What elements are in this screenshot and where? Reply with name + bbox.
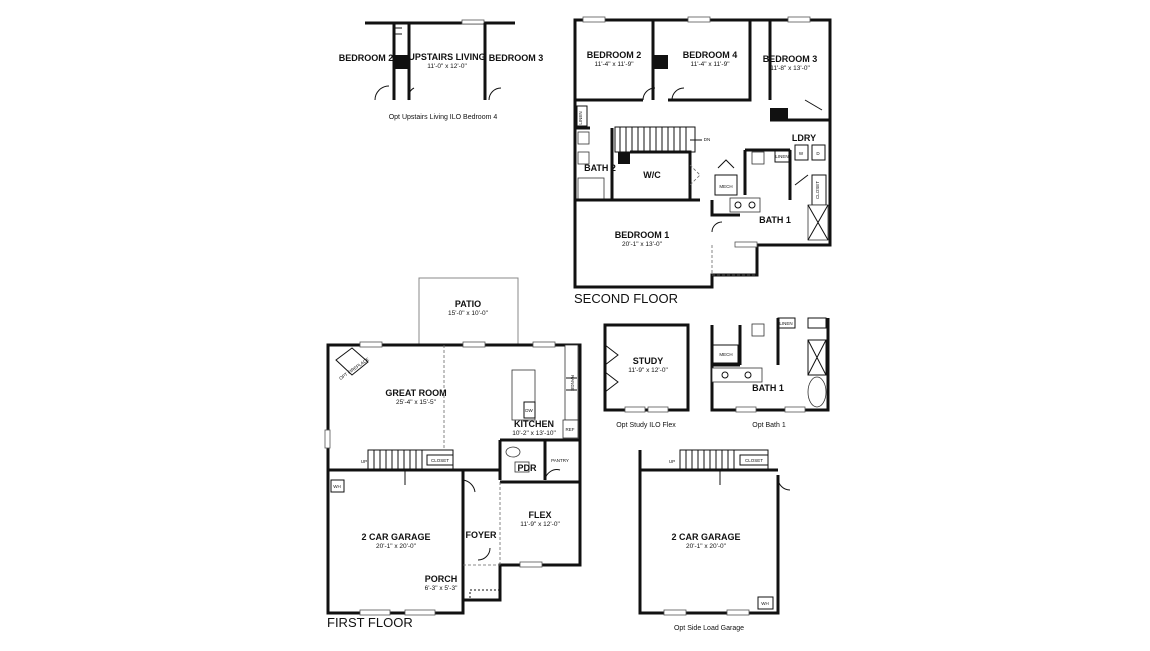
range-label: RANGE xyxy=(570,375,575,391)
opt-bath1-plan: LINEN MECH BATH 1 Opt Bath 1 xyxy=(710,317,830,429)
bedroom3-label: BEDROOM 3 xyxy=(763,54,818,64)
opt-study-plan: STUDY 11'-9" x 12'-0" Opt Study ILO Flex xyxy=(603,323,690,429)
kitchen-dim: 10'-2" x 13'-10" xyxy=(512,430,556,437)
up-label: UP xyxy=(361,459,367,464)
bedroom3-dim: 11'-8" x 13'-0" xyxy=(770,65,810,72)
opt-fireplace-label: OPT FIREPLACE xyxy=(338,357,370,381)
side-garage-up-label: UP xyxy=(669,459,675,464)
bedroom4-dim: 11'-4" x 11'-9" xyxy=(690,61,730,68)
pdr-label: PDR xyxy=(517,463,537,473)
side-garage-caption: Opt Side Load Garage xyxy=(674,625,744,632)
chimney-block xyxy=(394,55,409,69)
garage-dim: 20'-1" x 20'-0" xyxy=(376,543,417,550)
dryer-label: D xyxy=(816,151,820,156)
opt-bedroom3-label: BEDROOM 3 xyxy=(489,53,544,63)
closet-label-first: CLOSET xyxy=(431,458,449,463)
first-floor-plan: PATIO 15'-0" x 10'-0" OPT FIREPLACE GREA… xyxy=(324,277,582,630)
garage-label: 2 CAR GARAGE xyxy=(361,532,430,542)
opt-upstairs-living-plan: BEDROOM 2 UPSTAIRS LIVING 11'-0" x 12'-0… xyxy=(339,19,544,121)
great-room-dim: 25'-4" x 15'-5" xyxy=(396,399,437,406)
side-garage-label: 2 CAR GARAGE xyxy=(671,532,740,542)
study-label: STUDY xyxy=(633,356,664,366)
porch-dim: 6'-3" x 5'-3" xyxy=(425,585,458,592)
opt-bath1-caption: Opt Bath 1 xyxy=(752,422,786,429)
wic-label: W/C xyxy=(643,170,661,180)
bedroom2-dim: 11'-4" x 11'-9" xyxy=(594,61,634,68)
bedroom2-label: BEDROOM 2 xyxy=(587,50,642,60)
opt-bedroom2-label: BEDROOM 2 xyxy=(339,53,394,63)
side-garage-closet-label: CLOSET xyxy=(745,458,763,463)
patio-label: PATIO xyxy=(455,299,481,309)
pantry-label: PANTRY xyxy=(551,458,569,463)
ldry-label: LDRY xyxy=(792,133,816,143)
wh-label: WH xyxy=(333,484,341,489)
patio-dim: 15'-0" x 10'-0" xyxy=(448,310,489,317)
flex-dim: 11'-9" x 12'-0" xyxy=(520,521,560,528)
dw-label: DW xyxy=(525,408,533,413)
foyer-label: FOYER xyxy=(465,530,497,540)
linen-label: LINEN xyxy=(578,111,583,124)
ref-label: REF xyxy=(566,427,575,432)
side-garage-wh-label: WH xyxy=(761,601,769,606)
great-room-label: GREAT ROOM xyxy=(385,388,446,398)
mech-label: MECH xyxy=(719,184,732,189)
opt-side-garage-plan: UP CLOSET 2 CAR GARAGE 20'-1" x 20'-0" W… xyxy=(638,449,791,632)
bedroom1-dim: 20'-1" x 13'-0" xyxy=(622,241,663,248)
opt-upstairs-living-dim: 11'-0" x 12'-0" xyxy=(427,63,467,70)
closet-label: CLOSET xyxy=(815,181,820,199)
opt-upstairs-living-label: UPSTAIRS LIVING xyxy=(408,52,485,62)
washer-label: W xyxy=(799,151,804,156)
bedroom4-label: BEDROOM 4 xyxy=(683,50,738,60)
first-floor-title: FIRST FLOOR xyxy=(327,615,413,630)
bath1-label: BATH 1 xyxy=(759,215,791,225)
dn-label: DN xyxy=(704,137,711,142)
opt-bath1-linen-label: LINEN xyxy=(779,321,792,326)
opt-study-caption: Opt Study ILO Flex xyxy=(616,422,676,429)
porch-label: PORCH xyxy=(425,574,458,584)
second-floor-title: SECOND FLOOR xyxy=(574,291,678,306)
opt-bath1-label: BATH 1 xyxy=(752,383,784,393)
bath2-label: BATH 2 xyxy=(584,163,616,173)
second-floor-plan: BEDROOM 2 11'-4" x 11'-9" BEDROOM 4 11'-… xyxy=(573,16,832,306)
study-dim: 11'-9" x 12'-0" xyxy=(628,367,668,374)
bedroom1-label: BEDROOM 1 xyxy=(615,230,670,240)
linen2-label: LINEN xyxy=(775,154,788,159)
flex-label: FLEX xyxy=(528,510,551,520)
opt-bath1-mech-label: MECH xyxy=(719,352,732,357)
opt-upstairs-caption: Opt Upstairs Living ILO Bedroom 4 xyxy=(389,114,498,121)
side-garage-dim: 20'-1" x 20'-0" xyxy=(686,543,727,550)
kitchen-label: KITCHEN xyxy=(514,419,554,429)
